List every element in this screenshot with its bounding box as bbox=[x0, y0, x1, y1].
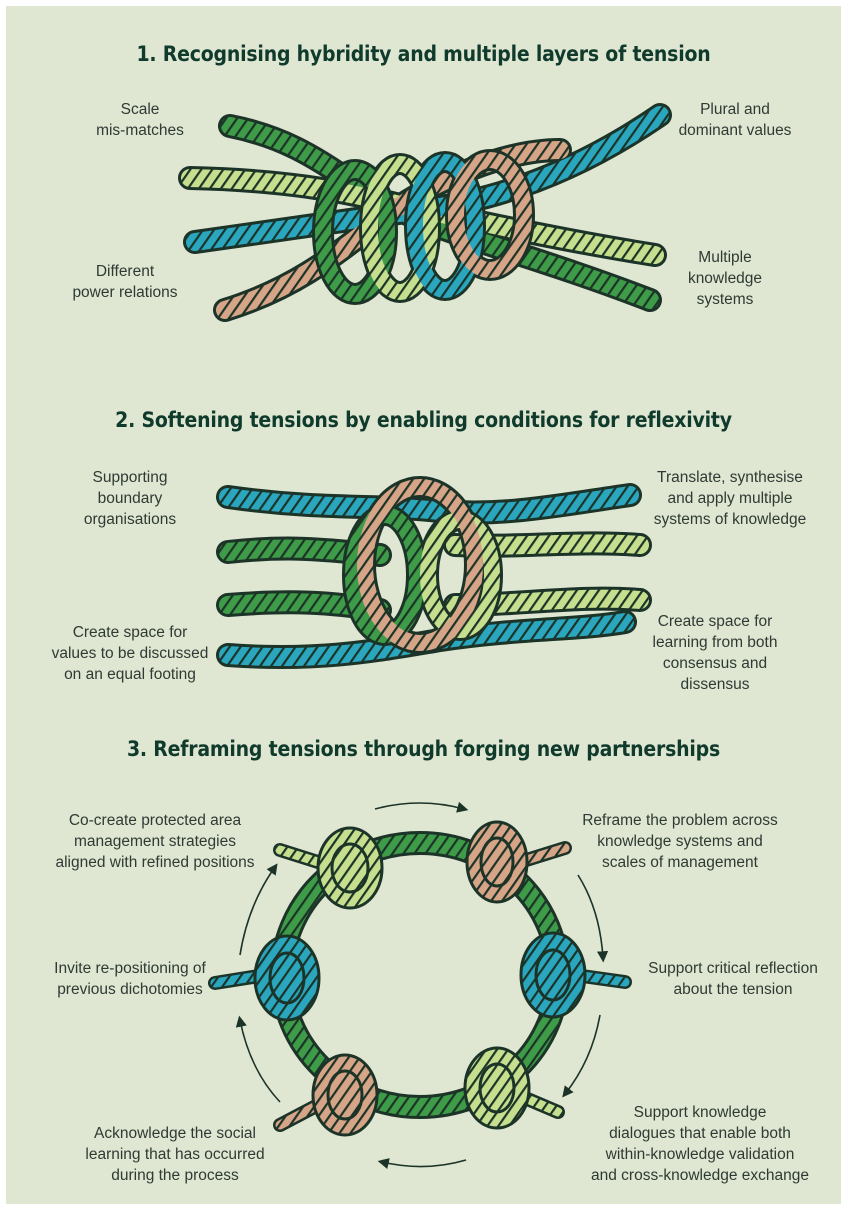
arrow-upper-right bbox=[578, 875, 603, 958]
knot-right bbox=[521, 933, 625, 1017]
knot-top-right bbox=[467, 822, 565, 902]
arrow-bottom bbox=[382, 1160, 466, 1167]
arrow-lower-right bbox=[565, 1015, 600, 1094]
knot-bottom-left bbox=[280, 1055, 377, 1135]
knot-left bbox=[215, 936, 319, 1020]
knot-bottom-right bbox=[465, 1048, 558, 1128]
arrow-top bbox=[375, 803, 464, 809]
ring-knots bbox=[215, 822, 625, 1135]
interlocking-ropes bbox=[228, 487, 640, 657]
tangled-ropes bbox=[190, 115, 660, 310]
arrow-lower-left bbox=[240, 1020, 280, 1102]
